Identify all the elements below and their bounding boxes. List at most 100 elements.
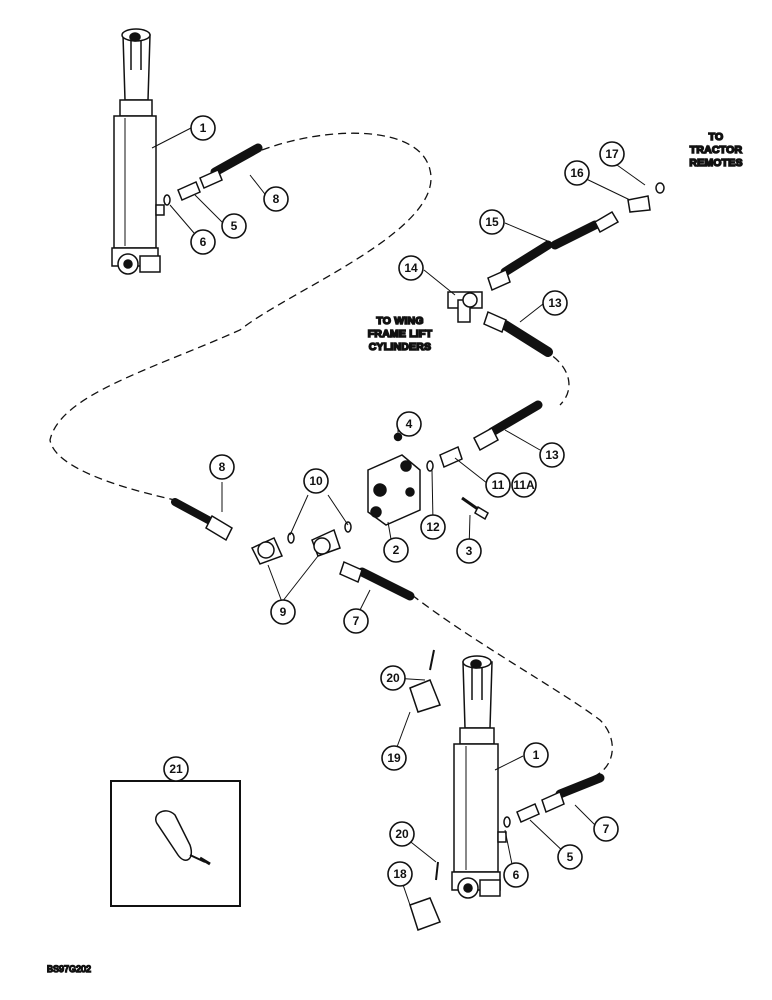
callout-c1-top: 1 bbox=[190, 115, 216, 141]
note-tractor-line1: TO bbox=[709, 131, 724, 143]
fitting-5-upper bbox=[177, 180, 201, 202]
callout-c6-bottom: 6 bbox=[503, 862, 529, 888]
callout-number: 18 bbox=[393, 867, 407, 881]
callout-circle bbox=[270, 599, 296, 625]
callout-number: 16 bbox=[570, 166, 584, 180]
hose-13-upper bbox=[483, 310, 553, 357]
callout-number: 11 bbox=[492, 478, 505, 492]
callout-number: 7 bbox=[353, 614, 360, 628]
callout-number: 8 bbox=[273, 192, 280, 206]
callout-circle bbox=[456, 538, 482, 564]
callout-c21: 21 bbox=[163, 756, 189, 782]
pins-and-cotters bbox=[409, 649, 441, 931]
callout-circle bbox=[343, 608, 369, 634]
callout-circle bbox=[190, 229, 216, 255]
note-tractor-line2: TRACTOR bbox=[690, 144, 743, 156]
callout-c11: 11 bbox=[485, 472, 511, 498]
callout-c7-mid: 7 bbox=[343, 608, 369, 634]
callout-c12: 12 bbox=[420, 514, 446, 540]
callout-circle bbox=[398, 255, 424, 281]
note-tractor-line3: REMOTES bbox=[689, 157, 742, 169]
hose-13-lower bbox=[473, 400, 543, 452]
callout-number: 6 bbox=[200, 235, 207, 249]
elbow-fitting-16 bbox=[627, 195, 651, 213]
callout-circle bbox=[593, 816, 619, 842]
callout-circle bbox=[263, 186, 289, 212]
callout-c8-left: 8 bbox=[209, 454, 235, 480]
callout-number: 7 bbox=[603, 822, 610, 836]
callout-c13-upper: 13 bbox=[542, 290, 568, 316]
o-rings bbox=[163, 182, 665, 828]
callout-circle bbox=[503, 862, 529, 888]
callout-circle bbox=[389, 821, 415, 847]
callout-c8-top: 8 bbox=[263, 186, 289, 212]
callout-number: 6 bbox=[513, 868, 520, 882]
callout-c16: 16 bbox=[564, 160, 590, 186]
callout-circle bbox=[396, 411, 422, 437]
callout-number: 5 bbox=[231, 219, 238, 233]
bolt-3 bbox=[461, 496, 489, 521]
hose-7-mid bbox=[339, 560, 415, 601]
callout-circle bbox=[383, 537, 409, 563]
fitting-5-lower bbox=[516, 802, 540, 824]
callout-number: 17 bbox=[605, 147, 619, 161]
callout-circle bbox=[539, 442, 565, 468]
callout-c20-upper: 20 bbox=[380, 665, 406, 691]
callout-circle bbox=[221, 213, 247, 239]
callout-number: 2 bbox=[393, 543, 400, 557]
callout-c20-lower: 20 bbox=[389, 821, 415, 847]
callout-number: 13 bbox=[545, 448, 559, 462]
leader-lines bbox=[151, 127, 646, 906]
callout-circle bbox=[542, 290, 568, 316]
hose-15 bbox=[487, 210, 620, 292]
callout-number: 9 bbox=[280, 605, 287, 619]
kit-21-box bbox=[110, 770, 241, 907]
callout-number: 5 bbox=[567, 850, 574, 864]
callout-circle bbox=[599, 141, 625, 167]
callout-c10: 10 bbox=[303, 468, 329, 494]
callout-number: 1 bbox=[200, 121, 207, 135]
note-wing-line1: TO WING bbox=[376, 315, 423, 327]
callout-c18: 18 bbox=[387, 861, 413, 887]
elbow-fittings-9 bbox=[250, 528, 341, 565]
callout-number: 10 bbox=[309, 474, 323, 488]
callout-number: 20 bbox=[395, 827, 409, 841]
callout-circle bbox=[387, 861, 413, 887]
callout-c11a: 11A bbox=[511, 472, 537, 498]
callout-number: 12 bbox=[426, 520, 440, 534]
callout-c3: 3 bbox=[456, 538, 482, 564]
callout-c1-bottom: 1 bbox=[523, 742, 549, 768]
hose-7-lower bbox=[541, 773, 605, 814]
callout-c19: 19 bbox=[381, 745, 407, 771]
callout-c17: 17 bbox=[599, 141, 625, 167]
hose-8-left bbox=[171, 498, 233, 542]
callout-number: 14 bbox=[404, 261, 418, 275]
callout-c6-top: 6 bbox=[190, 229, 216, 255]
callout-c13-lower: 13 bbox=[539, 442, 565, 468]
callout-circle bbox=[303, 468, 329, 494]
upper-lift-cylinder bbox=[111, 28, 165, 275]
callout-c5-top: 5 bbox=[221, 213, 247, 239]
callout-circle bbox=[557, 844, 583, 870]
callout-circle bbox=[564, 160, 590, 186]
lower-lift-cylinder bbox=[451, 655, 507, 899]
note-wing-line3: CYLINDERS bbox=[369, 341, 431, 353]
callout-c4: 4 bbox=[396, 411, 422, 437]
callout-number: 11A bbox=[513, 478, 535, 492]
callout-number: 1 bbox=[533, 748, 540, 762]
note-wing-line2: FRAME LIFT bbox=[368, 328, 433, 340]
callout-circle bbox=[190, 115, 216, 141]
callout-c7-bottom: 7 bbox=[593, 816, 619, 842]
valve-block-2 bbox=[367, 454, 421, 526]
callout-circle bbox=[420, 514, 446, 540]
callout-number: 8 bbox=[219, 460, 226, 474]
callout-number: 21 bbox=[169, 762, 183, 776]
callout-number: 13 bbox=[548, 296, 562, 310]
hose-8-upper bbox=[199, 143, 263, 190]
callout-number: 19 bbox=[387, 751, 401, 765]
callout-number: 3 bbox=[466, 544, 473, 558]
tee-fitting-14 bbox=[447, 291, 483, 323]
callout-circle bbox=[479, 209, 505, 235]
